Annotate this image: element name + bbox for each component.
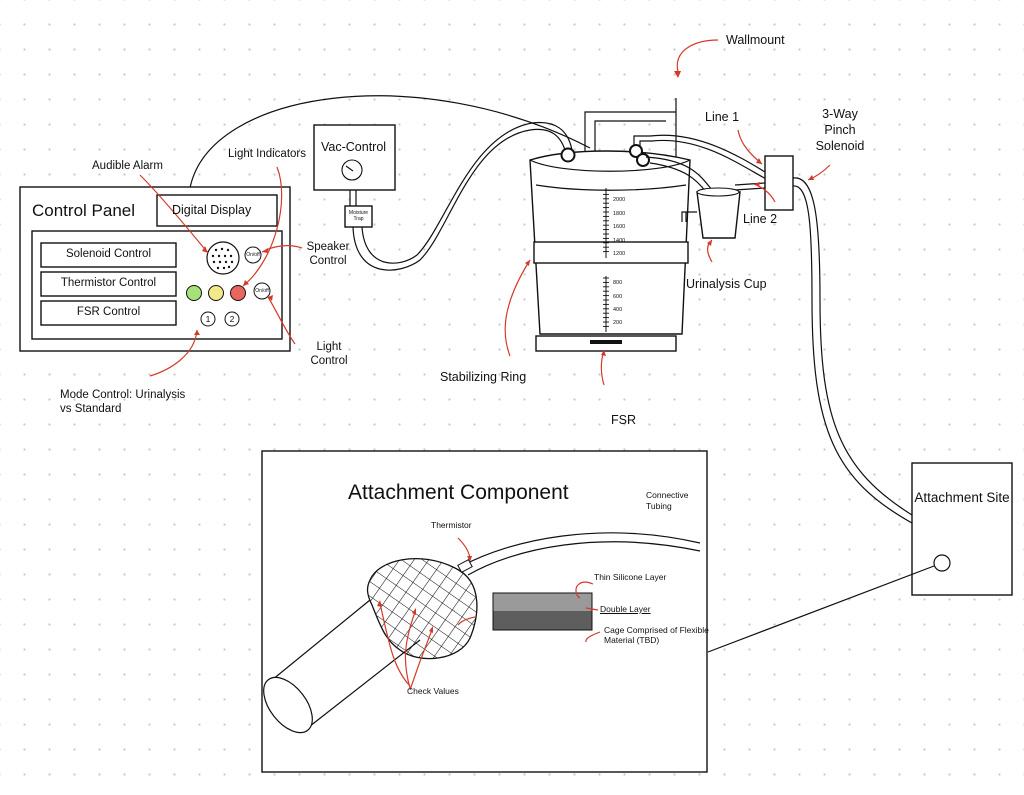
scale-label: 1800 — [613, 211, 625, 217]
digital-display-label: Digital Display — [172, 203, 252, 217]
speaker-switch[interactable] — [244, 246, 262, 264]
line2-label: Line 2 — [743, 212, 778, 226]
scale-label: 1600 — [613, 224, 625, 230]
scale-label: 1400 — [613, 238, 625, 244]
scale-label: 400 — [613, 307, 622, 313]
attachment-site-box — [911, 462, 1013, 596]
pinch-solenoid — [764, 155, 794, 211]
wallmount-label: Wallmount — [726, 33, 785, 47]
line1-tube-inner — [639, 139, 769, 181]
site-to-component-line — [707, 565, 935, 653]
line1-tube — [633, 134, 771, 176]
solenoid-control-button[interactable] — [40, 242, 177, 268]
control-panel-title: Control Panel — [32, 201, 136, 220]
urinalysis-cup — [696, 191, 741, 239]
attachment-site-title: Attachment Site — [914, 490, 1010, 505]
attachment-cylinder-opening — [263, 676, 313, 734]
stabilizing-ring-label: Stabilizing Ring — [440, 370, 527, 384]
attachment-component-title: Attachment Component — [348, 481, 569, 504]
moisture-trap-label: Moisture Trap — [348, 210, 369, 222]
light-indicators-label: Light Indicators — [228, 148, 306, 160]
cup-to-solenoid-tube — [734, 182, 766, 191]
speaker-icon — [206, 241, 240, 275]
vac-control-box — [313, 124, 396, 191]
thermistor-control-label: Thermistor Control — [60, 277, 157, 289]
moisture-trap — [344, 205, 373, 228]
green-indicator-light — [186, 285, 202, 301]
speaker-control-label: Speaker Control — [306, 241, 350, 267]
urinalysis-cup-spout — [681, 211, 697, 222]
light-switch[interactable] — [253, 282, 271, 300]
mode-button-2[interactable] — [224, 311, 240, 327]
scale-label: 600 — [613, 294, 622, 300]
connective-tubing-inner — [467, 541, 701, 576]
canister-port-line2 — [636, 153, 650, 167]
solenoid-control-label: Solenoid Control — [65, 248, 152, 260]
scale-label: 200 — [613, 320, 622, 326]
panel-canister-cable — [189, 95, 591, 189]
scale-label: 2000 — [613, 197, 625, 203]
connective-tubing-outer — [461, 532, 701, 567]
cage-layer-swatch — [493, 611, 592, 630]
canister-lid-edge — [535, 184, 687, 191]
scale-label: 800 — [613, 280, 622, 286]
digital-display — [156, 194, 278, 227]
canister-lid-rim — [529, 159, 691, 172]
urinalysis-cup-label: Urinalysis Cup — [686, 277, 767, 291]
audible-alarm-label: Audible Alarm — [92, 160, 163, 172]
attachment-cylinder — [271, 599, 421, 731]
solenoid-to-site-tube-inner — [792, 185, 913, 524]
vac-tube-outer — [352, 128, 566, 271]
speaker-switch-label: On/off — [246, 252, 260, 258]
mode-button-1[interactable] — [200, 311, 216, 327]
thermistor-label: Thermistor — [431, 520, 472, 530]
canister-scale: 2000 1800 1600 1400 1200 800 600 400 200 — [603, 188, 625, 332]
flexible-cage — [366, 557, 478, 660]
fsr-sensor — [590, 340, 622, 344]
yellow-indicator-light — [208, 285, 224, 301]
canister-port-line1 — [629, 144, 643, 158]
scale-label: 1200 — [613, 251, 625, 257]
thin-silicone-layer-swatch — [493, 593, 592, 611]
light-switch-label: On/off — [255, 288, 269, 294]
check-values-label: Check Values — [407, 686, 459, 696]
line1-label: Line 1 — [705, 110, 740, 124]
light-control-label: Light Control — [310, 341, 348, 367]
pinch-solenoid-label: 3-Way Pinch Solenoid — [815, 107, 865, 153]
mode-control-label: Mode Control: Urinalysis vs Standard — [60, 389, 186, 415]
mode-button-2-label: 2 — [229, 314, 235, 324]
vac-tube-inner — [361, 121, 573, 264]
line2-tube — [645, 156, 713, 191]
connective-tubing-label: Connective Tubing — [646, 490, 689, 511]
cage-material-label: Cage Comprised of Flexible Material (TBD… — [604, 625, 709, 645]
attachment-component-box — [261, 450, 708, 773]
attachment-port — [933, 554, 951, 572]
stabilizing-ring — [533, 241, 689, 264]
fsr-control-button[interactable] — [40, 300, 177, 326]
thermistor-sensor — [457, 558, 473, 574]
solenoid-to-site-tube-outer — [792, 177, 913, 516]
thermistor-control-button[interactable] — [40, 271, 177, 297]
double-layer-label: Double Layer — [600, 604, 651, 614]
vac-line-upper — [349, 190, 357, 206]
fsr-label: FSR — [611, 413, 636, 427]
fsr-control-label: FSR Control — [76, 306, 141, 318]
annotation-arrows — [139, 39, 831, 691]
canister-port-vacuum — [560, 147, 576, 163]
double-layer-swatch — [492, 592, 593, 631]
red-indicator-light — [230, 285, 246, 301]
thin-silicone-layer-label: Thin Silicone Layer — [594, 572, 667, 582]
mode-button-1-label: 1 — [205, 314, 211, 324]
vacuum-dial-icon — [341, 159, 363, 181]
vac-control-title: Vac-Control — [321, 140, 387, 154]
